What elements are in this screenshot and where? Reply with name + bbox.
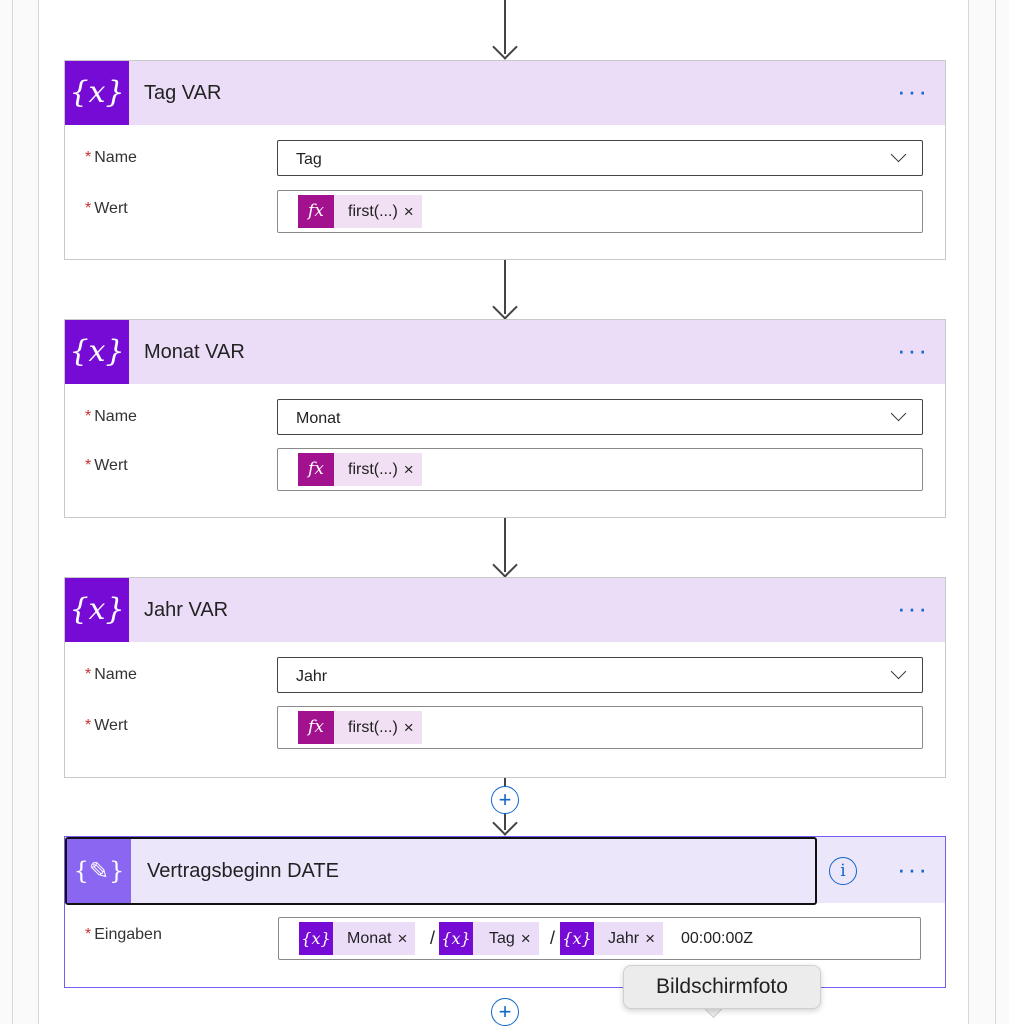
wert-input[interactable]: fx first(...) × [277, 190, 923, 233]
suffix-text: 00:00:00Z [681, 930, 754, 947]
name-label: *Name [85, 408, 137, 425]
variable-token-jahr[interactable]: {x} Jahr × [560, 922, 664, 955]
fx-icon: fx [298, 453, 334, 486]
card-header[interactable]: {x} Jahr VAR ··· [65, 578, 945, 642]
token-label: first(...) [348, 202, 398, 220]
required-marker: * [85, 717, 92, 734]
name-select[interactable]: Monat [277, 399, 923, 435]
connector-arrow [504, 518, 506, 572]
name-select-value: Monat [296, 410, 341, 427]
expression-token[interactable]: fx first(...) × [298, 195, 422, 228]
eingaben-input[interactable]: {x} Monat × / {x} Tag × / {x} Jahr × 00:… [278, 917, 921, 960]
token-label: first(...) [348, 460, 398, 478]
canvas-left-border [0, 0, 39, 1024]
separator-text: / [550, 928, 556, 948]
variable-icon: {x} [65, 320, 129, 384]
expression-token[interactable]: fx first(...) × [298, 711, 422, 744]
connector-arrow-head [492, 810, 518, 836]
card-title[interactable]: Jahr VAR [144, 599, 229, 621]
chevron-down-icon[interactable] [890, 663, 907, 680]
variable-icon: {x} [560, 922, 594, 955]
card-title[interactable]: Vertragsbeginn DATE [147, 860, 339, 882]
name-label: *Name [85, 666, 137, 683]
variable-icon: {x} [65, 578, 129, 642]
action-card-monat-var[interactable]: {x} Monat VAR ··· *Name Monat *Wert fx f… [64, 319, 946, 518]
required-marker: * [85, 457, 92, 474]
wert-label: *Wert [85, 200, 128, 217]
token-label: first(...) [348, 718, 398, 736]
canvas-right-divider [995, 0, 996, 1024]
action-card-tag-var[interactable]: {x} Tag VAR ··· *Name Tag *Wert fx first… [64, 60, 946, 260]
remove-token-icon[interactable]: × [403, 201, 414, 221]
variable-token-monat[interactable]: {x} Monat × [299, 922, 416, 955]
remove-token-icon[interactable]: × [520, 928, 531, 948]
card-header[interactable]: {x} Monat VAR ··· [65, 320, 945, 384]
expression-token[interactable]: fx first(...) × [298, 453, 422, 486]
token-label: Jahr [608, 929, 640, 947]
remove-token-icon[interactable]: × [645, 928, 656, 948]
remove-token-icon[interactable]: × [397, 928, 408, 948]
wert-label: *Wert [85, 717, 128, 734]
card-title[interactable]: Monat VAR [144, 341, 245, 363]
required-marker: * [85, 666, 92, 683]
more-options-icon[interactable]: ··· [897, 854, 929, 884]
more-options-icon[interactable]: ··· [897, 76, 929, 106]
required-marker: * [85, 149, 92, 166]
name-label: *Name [85, 149, 137, 166]
canvas-right-border [968, 0, 1009, 1024]
remove-token-icon[interactable]: × [403, 459, 414, 479]
wert-input[interactable]: fx first(...) × [277, 706, 923, 749]
remove-token-icon[interactable]: × [403, 717, 414, 737]
token-label: Monat [347, 929, 392, 947]
info-icon[interactable]: i [829, 857, 857, 885]
name-select[interactable]: Jahr [277, 657, 923, 693]
add-step-button[interactable]: + [491, 786, 519, 814]
wert-input[interactable]: fx first(...) × [277, 448, 923, 491]
tooltip: Bildschirmfoto [623, 965, 821, 1009]
card-header-selected[interactable]: {✎} Vertragsbeginn DATE [65, 837, 817, 905]
separator-text: / [430, 928, 436, 948]
token-label: Tag [489, 929, 515, 947]
connector-arrow [504, 260, 506, 314]
required-marker: * [85, 200, 92, 217]
required-marker: * [85, 408, 92, 425]
fx-icon: fx [298, 195, 334, 228]
chevron-down-icon[interactable] [890, 405, 907, 422]
compose-icon: {✎} [67, 839, 131, 903]
connector-arrow [504, 0, 506, 54]
variable-icon: {x} [439, 922, 473, 955]
wert-label: *Wert [85, 457, 128, 474]
required-marker: * [85, 926, 92, 943]
variable-icon: {x} [299, 922, 333, 955]
chevron-down-icon[interactable] [890, 146, 907, 163]
card-title[interactable]: Tag VAR [144, 82, 222, 104]
eingaben-label: *Eingaben [85, 926, 162, 943]
action-card-jahr-var[interactable]: {x} Jahr VAR ··· *Name Jahr *Wert fx fir… [64, 577, 946, 778]
more-options-icon[interactable]: ··· [897, 335, 929, 365]
name-select-value: Tag [296, 151, 322, 168]
connector-arrow-head [492, 552, 518, 578]
variable-icon: {x} [65, 61, 129, 125]
connector-arrow-head [492, 34, 518, 60]
connector-arrow-head [492, 294, 518, 320]
card-header[interactable]: {x} Tag VAR ··· [65, 61, 945, 125]
add-step-button[interactable]: + [491, 998, 519, 1026]
more-options-icon[interactable]: ··· [897, 593, 929, 623]
fx-icon: fx [298, 711, 334, 744]
action-card-vertragsbeginn-date[interactable]: {✎} Vertragsbeginn DATE i ··· *Eingaben … [64, 836, 946, 988]
name-select[interactable]: Tag [277, 140, 923, 176]
variable-token-tag[interactable]: {x} Tag × [439, 922, 539, 955]
canvas-left-divider [12, 0, 13, 1024]
name-select-value: Jahr [296, 668, 328, 685]
